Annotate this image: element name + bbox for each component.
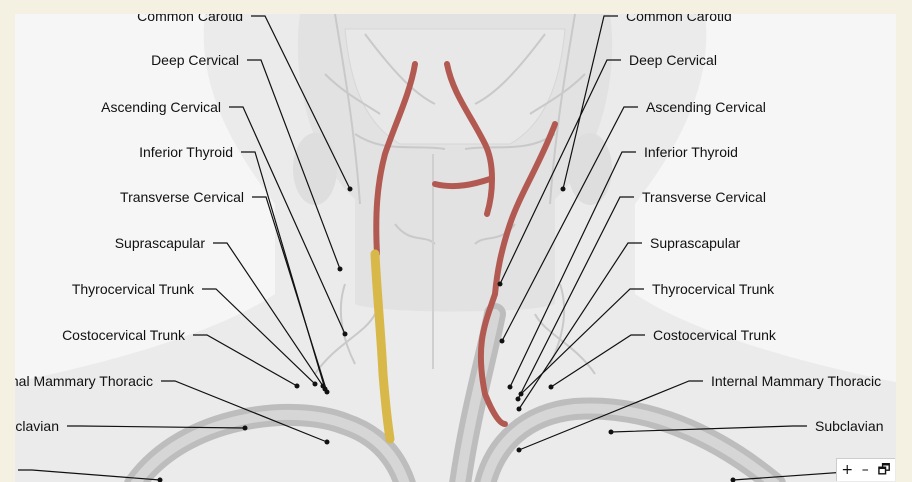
inferior-thyroid-right-pin (508, 385, 513, 390)
deep-cervical-right-pin (498, 282, 503, 287)
anatomy-viewer[interactable]: Common CarotidDeep CervicalAscending Cer… (15, 14, 896, 482)
suprascapular-right-pin (517, 407, 522, 412)
ascending-cervical-left-pin (343, 332, 348, 337)
thyrocervical-trunk-right-pin (519, 392, 524, 397)
costocervical-trunk-right-label[interactable]: Costocervical Trunk (653, 327, 777, 343)
ascending-cervical-right-label[interactable]: Ascending Cervical (646, 99, 766, 115)
zoom-out-button[interactable]: – (862, 463, 869, 477)
anatomy-illustration: Common CarotidDeep CervicalAscending Cer… (15, 14, 896, 482)
transverse-cervical-right-pin (516, 397, 521, 402)
deep-cervical-left-pin (338, 267, 343, 272)
costocervical-trunk-left-label[interactable]: Costocervical Trunk (62, 327, 186, 343)
suprascapular-left-pin (321, 384, 326, 389)
thyrocervical-trunk-right-label[interactable]: Thyrocervical Trunk (652, 281, 775, 297)
internal-mammary-thoracic-right-pin (517, 448, 522, 453)
ascending-cervical-left-label[interactable]: Ascending Cervical (101, 99, 221, 115)
inferior-thyroid-left-label[interactable]: Inferior Thyroid (139, 144, 233, 160)
transverse-cervical-right-label[interactable]: Transverse Cervical (642, 189, 766, 205)
common-carotid-left-pin (348, 187, 353, 192)
suprascapular-right-label[interactable]: Suprascapular (650, 235, 741, 251)
common-carotid-right-pin (561, 187, 566, 192)
common-carotid-right-label[interactable]: Common Carotid (626, 14, 732, 24)
subclavian-left-pin (243, 426, 248, 431)
thyrocervical-trunk-left-pin (313, 382, 318, 387)
costocervical-trunk-right-pin (549, 385, 554, 390)
internal-mammary-thoracic-right-label[interactable]: Internal Mammary Thoracic (711, 373, 881, 389)
ascending-cervical-right-pin (500, 339, 505, 344)
internal-mammary-thoracic-left-pin (325, 440, 330, 445)
subclavian-left-label[interactable]: Subclavian (15, 418, 59, 434)
zoom-in-button[interactable]: + (841, 463, 853, 477)
view-controls: + – 🗗 (836, 458, 895, 481)
costocervical-trunk-left-pin (295, 384, 300, 389)
deep-cervical-left-label[interactable]: Deep Cervical (151, 52, 239, 68)
thyrocervical-trunk-left-label[interactable]: Thyrocervical Trunk (72, 281, 195, 297)
inferior-thyroid-right-label[interactable]: Inferior Thyroid (644, 144, 738, 160)
transverse-cervical-left-pin (325, 390, 330, 395)
suprascapular-left-label[interactable]: Suprascapular (115, 235, 206, 251)
subclavian-right-label[interactable]: Subclavian (815, 418, 884, 434)
transverse-cervical-left-label[interactable]: Transverse Cervical (120, 189, 244, 205)
deep-cervical-right-label[interactable]: Deep Cervical (629, 52, 717, 68)
internal-mammary-thoracic-left-label[interactable]: Internal Mammary Thoracic (15, 373, 153, 389)
subclavian-right-pin (609, 430, 614, 435)
common-carotid-left-label[interactable]: Common Carotid (137, 14, 243, 24)
restore-window-icon[interactable]: 🗗 (877, 463, 890, 477)
